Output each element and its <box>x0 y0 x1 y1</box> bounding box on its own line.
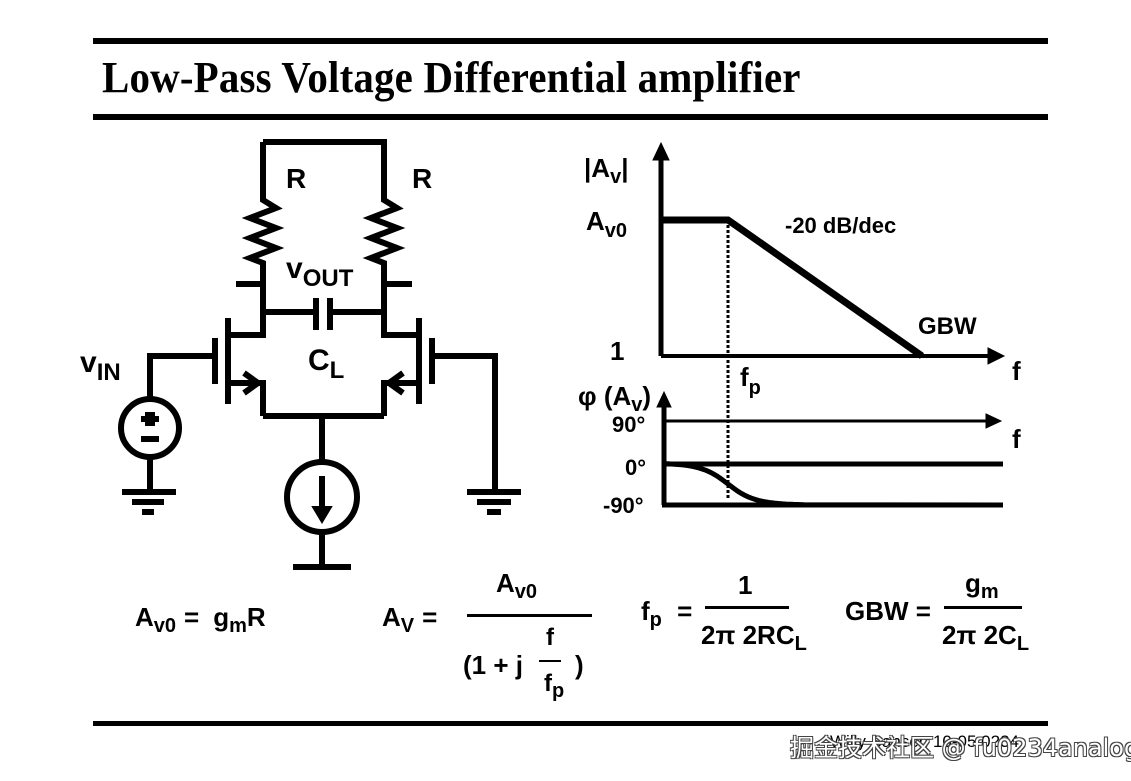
magnitude-xlabel: f <box>1012 356 1021 386</box>
ground-right <box>467 489 521 515</box>
equation-av-inner-numerator: f <box>546 624 554 651</box>
resistor-left <box>241 192 285 312</box>
tail-node <box>263 413 384 462</box>
cl-label: CL <box>308 344 344 384</box>
watermark: 掘金技术社区 @ fu0234analog <box>790 734 1131 762</box>
transistor-right <box>381 312 435 416</box>
equation-gbw-fraction-bar <box>944 606 1022 609</box>
equation-fp-numerator: 1 <box>738 570 753 600</box>
equation-av-lhs: AV= <box>382 602 438 637</box>
equation-fp-denominator: 2π 2RCL <box>701 620 807 655</box>
ground-left <box>122 489 176 515</box>
differential-amplifier-circuit <box>118 139 521 570</box>
fp-marker-label: fp <box>740 362 761 399</box>
equation-av0: Av0=gmR <box>135 602 266 637</box>
equation-gbw-lhs: GBW = <box>845 596 931 626</box>
equation-fp-fraction-bar <box>705 606 789 609</box>
equation-av-inner-fraction-bar <box>539 660 561 662</box>
phase-ytick-neg90: -90° <box>603 493 644 518</box>
equation-av-fraction-bar <box>467 614 592 617</box>
phase-series-curve <box>663 461 1004 508</box>
phase-plot <box>656 390 1004 508</box>
transistor-left <box>212 312 266 416</box>
vin-wire <box>147 353 215 398</box>
equation-av-denominator: (1 + j <box>463 650 523 680</box>
equation-av-inner-denominator: fp <box>544 670 565 702</box>
resistor-right <box>362 192 406 312</box>
title-top-rule <box>93 38 1048 44</box>
slope-annotation: -20 dB/dec <box>785 213 896 238</box>
magnitude-ylabel: |Av| <box>584 153 628 188</box>
right-gate-wire <box>432 353 498 492</box>
magnitude-plot <box>652 141 1006 500</box>
equation-fp-lhs: fp = <box>641 596 693 631</box>
vin-source <box>118 396 182 460</box>
title-bottom-rule <box>93 114 1048 120</box>
phase-ytick-90: 90° <box>612 412 645 437</box>
phase-90-arrow <box>985 413 1003 429</box>
magnitude-y-arrow <box>652 141 670 161</box>
footer-author: Willy Sansen 10-05 0234 <box>830 732 1020 751</box>
resistor-left-label: R <box>286 163 306 194</box>
slide-title: Low-Pass Voltage Differential amplifier <box>102 53 801 102</box>
phase-ylabel: φ (Av) <box>578 381 651 416</box>
magnitude-ytick-av0: Av0 <box>586 206 627 242</box>
capacitor-cl <box>263 298 384 330</box>
current-source-ground <box>293 532 351 570</box>
gbw-annotation: GBW <box>918 313 977 340</box>
magnitude-series-line <box>663 216 925 359</box>
phase-y-arrow <box>656 390 672 408</box>
supply-rail <box>260 139 387 192</box>
equation-gbw-denominator: 2π 2CL <box>942 620 1030 655</box>
equation-gbw-numerator: gm <box>965 568 999 603</box>
magnitude-x-arrow <box>987 347 1006 365</box>
resistor-right-label: R <box>412 163 432 194</box>
phase-ytick-0: 0° <box>625 455 646 480</box>
footer-rule <box>93 721 1048 726</box>
magnitude-ytick-1: 1 <box>610 336 624 366</box>
phase-xlabel: f <box>1012 424 1021 454</box>
equation-av-denominator-close: ) <box>575 650 584 680</box>
vin-source-polarity <box>141 412 159 442</box>
equation-av-numerator: Av0 <box>496 568 538 603</box>
vout-label: vOUT <box>286 252 354 292</box>
vin-label: vIN <box>80 346 121 386</box>
